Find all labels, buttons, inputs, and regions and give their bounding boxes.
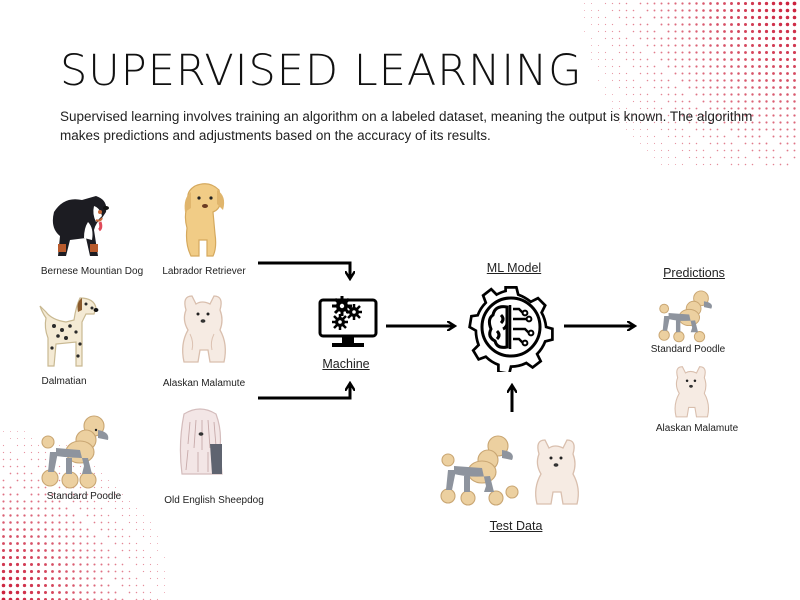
dog-label: Alaskan Malamute	[162, 378, 246, 389]
labrador-retriever-icon	[175, 178, 233, 260]
prediction-label: Standard Poodle	[650, 344, 726, 355]
dalmatian-icon	[36, 292, 104, 372]
page-description: Supervised learning involves training an…	[60, 109, 753, 143]
arrow-training-top-to-machine	[258, 261, 350, 278]
prediction-label: Alaskan Malamute	[655, 423, 739, 434]
alaskan-malamute-icon	[174, 290, 232, 366]
machine-label: Machine	[322, 357, 370, 371]
page-title: SUPERVISED LEARNING	[60, 46, 583, 96]
dog-label: Standard Poodle	[46, 491, 122, 502]
ml-model-label: ML Model	[486, 261, 542, 275]
dog-label: Labrador Retriever	[162, 266, 246, 277]
brain-circuit-gear-icon	[466, 282, 556, 377]
dog-label: Bernese Mountian Dog	[40, 266, 144, 277]
dog-label: Dalmatian	[41, 376, 87, 387]
dog-label: Old English Sheepdog	[164, 495, 264, 506]
test-data-label: Test Data	[489, 519, 543, 533]
old-english-sheepdog-icon	[176, 404, 226, 476]
predictions-heading: Predictions	[663, 266, 725, 280]
standard-poodle-icon	[36, 412, 118, 490]
standard-poodle-icon	[436, 432, 522, 508]
alaskan-malamute-icon	[668, 362, 714, 420]
arrow-training-bottom-to-machine	[258, 384, 350, 400]
alaskan-malamute-icon	[527, 434, 585, 508]
machine-gears-icon	[318, 292, 378, 355]
standard-poodle-icon	[654, 288, 720, 344]
bernese-mountain-dog-icon	[44, 182, 114, 260]
